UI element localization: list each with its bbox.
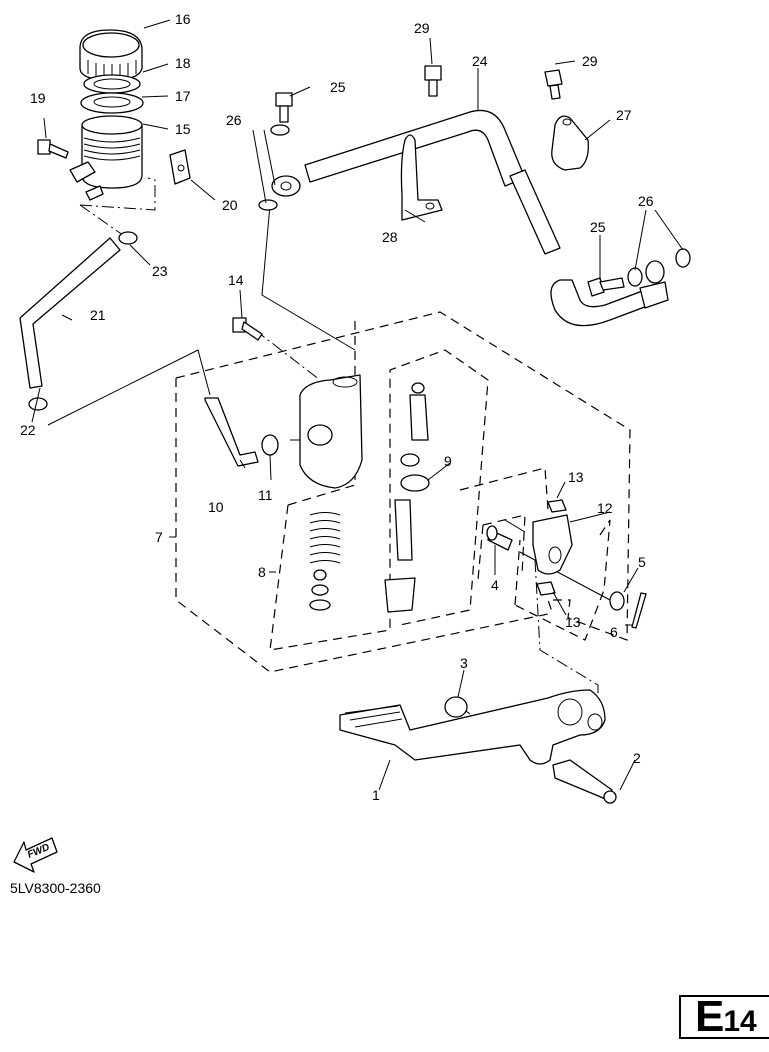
callout-5[interactable]: 5 (638, 554, 646, 570)
callout-26-lower[interactable]: 26 (638, 193, 654, 209)
drawing-code: 5LV8300-2360 (10, 880, 101, 896)
callout-15[interactable]: 15 (175, 121, 191, 137)
union-bolt-25-lower[interactable] (587, 277, 625, 297)
hose-clip-22[interactable] (28, 397, 48, 411)
callout-11[interactable]: 11 (258, 487, 273, 503)
callout-25-upper[interactable]: 25 (330, 79, 346, 95)
copper-washers-26-upper[interactable] (258, 124, 290, 211)
union-bolt-25-upper[interactable] (275, 92, 293, 123)
callout-25-lower[interactable]: 25 (590, 219, 606, 235)
hose-guide-28[interactable] (400, 134, 443, 221)
master-cylinder-body[interactable] (299, 374, 363, 489)
pedal-pivot-bolt-2[interactable] (552, 759, 617, 804)
callout-9[interactable]: 9 (444, 453, 452, 469)
copper-washers-26-lower[interactable] (627, 248, 691, 287)
bolt-29-left[interactable] (424, 65, 442, 97)
reservoir-tank-15[interactable] (69, 115, 143, 201)
callout-1[interactable]: 1 (372, 787, 380, 803)
clevis-12[interactable] (532, 514, 573, 575)
washer-5[interactable] (609, 591, 625, 611)
callout-19[interactable]: 19 (30, 90, 46, 106)
callout-8[interactable]: 8 (258, 564, 266, 580)
hose-holder-27[interactable] (551, 115, 589, 171)
clevis-subassembly-boundary (459, 467, 611, 641)
callout-27[interactable]: 27 (616, 107, 632, 123)
reservoir-cap-16[interactable] (79, 29, 143, 81)
reservoir-plate-18[interactable] (83, 74, 141, 94)
callout-28[interactable]: 28 (382, 229, 398, 245)
callout-3[interactable]: 3 (460, 655, 468, 671)
collar-3[interactable] (444, 696, 468, 718)
callout-20[interactable]: 20 (222, 197, 238, 213)
cotter-pin-6[interactable] (631, 592, 647, 629)
reservoir-hose-21[interactable] (19, 237, 121, 389)
bolt-19[interactable] (37, 139, 69, 159)
section-letter: E (695, 995, 724, 1039)
callout-10[interactable]: 10 (208, 499, 224, 515)
nut-13-lower[interactable] (536, 581, 556, 596)
spring[interactable] (309, 512, 341, 611)
callout-21[interactable]: 21 (90, 307, 106, 323)
callout-22[interactable]: 22 (20, 422, 36, 438)
callout-14[interactable]: 14 (228, 272, 244, 288)
clevis-pin-4[interactable] (486, 525, 513, 551)
callout-7[interactable]: 7 (155, 529, 163, 545)
piston-assembly[interactable] (384, 382, 429, 613)
brake-pedal-1[interactable] (339, 689, 606, 765)
nut-clip-20[interactable] (169, 149, 191, 185)
callout-labels: 16 18 17 15 19 20 23 21 22 29 29 24 25 2… (20, 11, 654, 803)
callout-16[interactable]: 16 (175, 11, 191, 27)
callout-13-upper[interactable]: 13 (568, 469, 584, 485)
connection-lines (47, 177, 611, 746)
callout-12[interactable]: 12 (597, 500, 613, 516)
circlip-9[interactable] (400, 474, 430, 492)
callout-29-left[interactable]: 29 (414, 20, 430, 36)
bolt-14[interactable] (232, 317, 263, 341)
fwd-arrow-icon: FWD (13, 837, 58, 873)
section-number: 14 (723, 1005, 757, 1038)
callout-2[interactable]: 2 (633, 750, 641, 766)
callout-23[interactable]: 23 (152, 263, 168, 279)
hose-clip-23[interactable] (118, 231, 138, 245)
callout-24[interactable]: 24 (472, 53, 488, 69)
bolt-29-right[interactable] (544, 69, 563, 100)
callout-6[interactable]: 6 (610, 624, 618, 640)
callout-4[interactable]: 4 (491, 577, 499, 593)
callout-29-right[interactable]: 29 (582, 53, 598, 69)
callout-leaders (31, 19, 684, 791)
diaphragm-17[interactable] (80, 92, 144, 114)
callout-17[interactable]: 17 (175, 88, 191, 104)
grommet-11[interactable] (261, 434, 279, 456)
nut-13-upper[interactable] (547, 499, 567, 513)
callout-26-upper[interactable]: 26 (226, 112, 242, 128)
kit-8-boundary (269, 320, 489, 651)
hose-joint-10[interactable] (204, 397, 259, 467)
assembly-7-boundary (175, 311, 631, 673)
brake-hose-24[interactable] (271, 109, 669, 327)
callout-13-lower[interactable]: 13 (565, 614, 581, 630)
section-badge: E14 (679, 995, 769, 1039)
callout-18[interactable]: 18 (175, 55, 191, 71)
